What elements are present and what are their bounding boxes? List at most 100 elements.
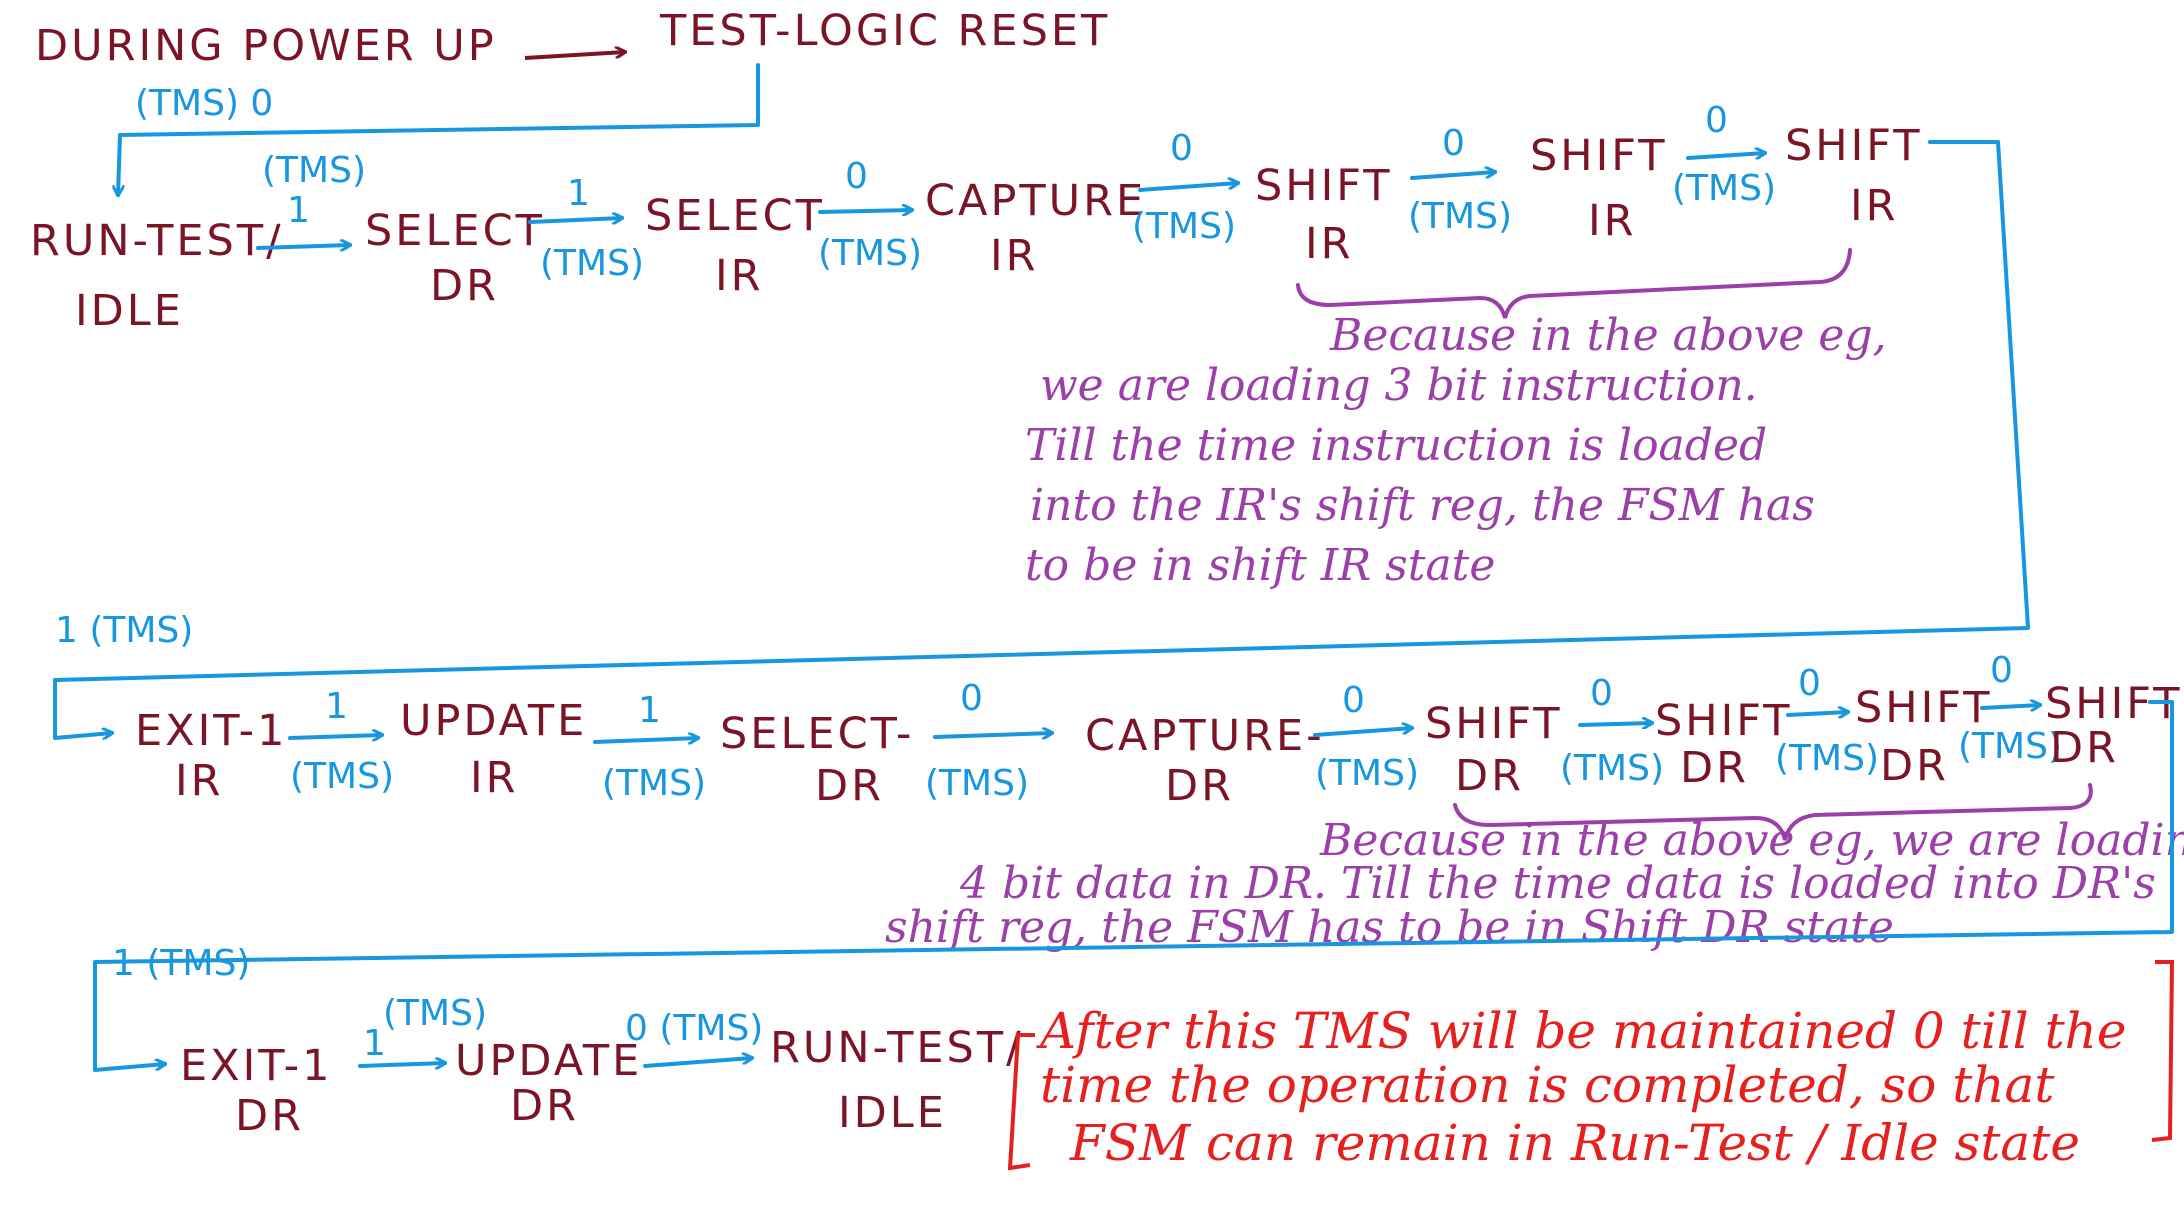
state-shift-dr-b-line1: SHIFT xyxy=(1655,696,1793,746)
state-exit1-ir-line1: EXIT-1 xyxy=(135,706,288,756)
state-shift-ir-c-line2: IR xyxy=(1850,181,1899,231)
tms-value-r3-2: 0 (TMS) xyxy=(625,1008,763,1049)
arrow-select-dr-to-select-ir xyxy=(528,218,622,222)
note-final-line-3: FSM can remain in Run-Test / Idle state xyxy=(1069,1114,2080,1172)
arrow-update-dr-to-idle xyxy=(643,1058,752,1068)
tms-value-r2-2: 1 xyxy=(638,690,661,731)
note-final-line-2: time the operation is completed, so that xyxy=(1040,1056,2055,1114)
note-final-line-1: After this TMS will be maintained 0 till… xyxy=(1036,1002,2126,1060)
tms-value-r2-3: 0 xyxy=(960,678,983,719)
state-exit1-ir-line2: IR xyxy=(175,756,224,806)
shift-ir-to-exit1-ir-arrow xyxy=(53,140,2030,740)
tms-label-r2-6: (TMS) xyxy=(1775,738,1879,779)
state-shift-dr-b-line2: DR xyxy=(1680,743,1749,793)
tms-label-r2-7: (TMS) xyxy=(1958,726,2062,767)
tms-label-r1-5: (TMS) xyxy=(1408,196,1512,237)
reset-to-idle-arrow xyxy=(118,63,760,195)
final-note-right-bracket xyxy=(2151,960,2175,1142)
state-run-test-idle-2-line1: RUN-TEST/ xyxy=(770,1023,1024,1073)
arrow-exit1-dr-to-update-dr xyxy=(358,1063,445,1066)
tms-label-r2-3: (TMS) xyxy=(925,763,1029,804)
note-dr-line-3: shift reg, the FSM has to be in Shift DR… xyxy=(885,902,1894,953)
state-shift-ir-a-line2: IR xyxy=(1305,219,1354,269)
tms-label-r3-1: (TMS) xyxy=(383,993,487,1034)
during-power-up-text: DURING POWER UP xyxy=(35,21,497,71)
state-capture-dr-line2: DR xyxy=(1165,761,1234,811)
state-run-test-idle-2-line2: IDLE xyxy=(838,1088,947,1138)
state-update-ir-line2: IR xyxy=(470,753,519,803)
note-ir-line-1: Because in the above eg, xyxy=(1329,310,1887,361)
tms-value-r2-5: 0 xyxy=(1590,673,1613,714)
state-capture-ir-line2: IR xyxy=(990,231,1039,281)
tms-value-r2-6: 0 xyxy=(1798,663,1821,704)
tms-label-r1-1: (TMS) xyxy=(262,150,366,191)
tms-value-r1-1: 1 xyxy=(287,190,310,231)
state-shift-dr-a-line1: SHIFT xyxy=(1425,699,1563,749)
state-shift-ir-b-line1: SHIFT xyxy=(1530,131,1668,181)
tms-0-reset-label: (TMS) 0 xyxy=(135,83,273,124)
arrow-select-dr-to-capture-dr xyxy=(933,733,1052,737)
tms-label-r2-2: (TMS) xyxy=(602,763,706,804)
state-run-test-idle-1-line2: IDLE xyxy=(75,286,184,336)
state-exit1-dr-line2: DR xyxy=(235,1091,304,1141)
state-shift-dr-c-line2: DR xyxy=(1880,741,1949,791)
shift-dr-to-exit1-dr-arrow xyxy=(93,700,2174,1072)
tms-label-r1-2: (TMS) xyxy=(540,243,644,284)
note-ir-line-3: Till the time instruction is loaded xyxy=(1025,420,1767,471)
shift-ir-brace xyxy=(1296,248,1852,319)
tms-label-r2-1: (TMS) xyxy=(290,756,394,797)
state-shift-dr-d-line2: DR xyxy=(2050,723,2119,773)
state-test-logic-reset: TEST-LOGIC RESET xyxy=(659,6,1110,56)
note-ir-line-2: we are loading 3 bit instruction. xyxy=(1040,360,1758,411)
tms-label-r2-4: (TMS) xyxy=(1315,753,1419,794)
state-select-dr-2-line2: DR xyxy=(815,761,884,811)
state-update-dr-line1: UPDATE xyxy=(455,1036,642,1086)
tms-label-r1-4: (TMS) xyxy=(1132,206,1236,247)
arrow-exit1-ir-to-update-ir xyxy=(288,735,382,738)
note-ir-line-4: into the IR's shift reg, the FSM has xyxy=(1030,480,1815,531)
arrow-capture-ir-to-shift-ir xyxy=(1138,183,1238,192)
tms-value-r1-6: 0 xyxy=(1705,100,1728,141)
state-select-dr-line2: DR xyxy=(430,261,499,311)
tms-value-r1-5: 0 xyxy=(1442,123,1465,164)
state-shift-dr-a-line2: DR xyxy=(1455,751,1524,801)
state-update-dr-line2: DR xyxy=(510,1081,579,1131)
arrow-idle-to-select-dr xyxy=(256,245,350,248)
tms-in-r2: 1 (TMS) xyxy=(55,610,193,651)
tms-value-r3-1: 1 xyxy=(363,1023,386,1064)
tms-value-r1-4: 0 xyxy=(1170,128,1193,169)
arrow-capture-dr-to-shift-dr xyxy=(1313,728,1412,737)
note-dr-line-2: 4 bit data in DR. Till the time data is … xyxy=(959,858,2156,909)
state-shift-ir-a-line1: SHIFT xyxy=(1255,161,1393,211)
state-run-test-idle-1-line1: RUN-TEST/ xyxy=(30,216,284,266)
state-shift-ir-b-line2: IR xyxy=(1588,196,1637,246)
tms-label-r2-5: (TMS) xyxy=(1560,748,1664,789)
tms-value-r2-4: 0 xyxy=(1342,680,1365,721)
state-shift-dr-c-line1: SHIFT xyxy=(1855,683,1993,733)
arrow-shift-dr-c-to-d xyxy=(1980,705,2040,708)
shift-dr-brace xyxy=(1453,783,2093,841)
state-capture-ir-line1: CAPTURE xyxy=(925,176,1146,226)
arrow-shift-dr-a-to-b xyxy=(1578,723,1652,725)
state-update-ir-line1: UPDATE xyxy=(400,696,587,746)
arrow-shift-ir-a-to-b xyxy=(1410,172,1495,180)
tms-value-r2-1: 1 xyxy=(325,686,348,727)
arrow-shift-ir-b-to-c xyxy=(1686,153,1765,160)
tms-value-r1-2: 1 xyxy=(567,173,590,214)
arrow-select-ir-to-capture-ir xyxy=(818,210,912,212)
tms-label-r1-6: (TMS) xyxy=(1672,168,1776,209)
state-select-dr-2-line1: SELECT- xyxy=(720,709,914,759)
note-ir-line-5: to be in shift IR state xyxy=(1025,540,1495,591)
tms-value-r2-7: 0 xyxy=(1990,650,2013,691)
note-dr-line-1: Because in the above eg, we are loading xyxy=(1319,815,2184,866)
arrow-update-ir-to-select-dr xyxy=(593,738,698,742)
power-up-arrow xyxy=(524,52,625,60)
tms-in-r3: 1 (TMS) xyxy=(112,943,250,984)
state-select-dr-line1: SELECT xyxy=(365,206,545,256)
tms-label-r1-3: (TMS) xyxy=(818,233,922,274)
final-note-left-bracket xyxy=(1007,1033,1035,1171)
state-exit1-dr-line1: EXIT-1 xyxy=(180,1041,333,1091)
arrow-shift-dr-b-to-c xyxy=(1786,712,1848,715)
state-capture-dr-line1: CAPTURE- xyxy=(1085,711,1325,761)
